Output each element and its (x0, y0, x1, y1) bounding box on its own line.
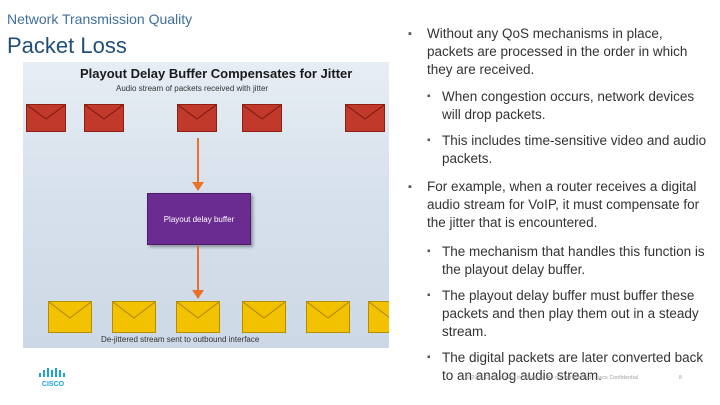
playout-delay-buffer: Playout delay buffer (147, 193, 251, 245)
bullet-text: For example, when a router receives a di… (427, 179, 700, 230)
bullet-marker: ▪ (427, 290, 431, 301)
sub-bullet-item: ▪ The mechanism that handles this functi… (408, 243, 708, 279)
dejittered-packet-envelope-icon (112, 301, 156, 333)
dejittered-packet-envelope-icon (368, 301, 389, 333)
bullet-marker: ▪ (408, 28, 412, 40)
bullet-marker: ▪ (427, 91, 431, 102)
svg-text:CISCO: CISCO (42, 381, 65, 388)
dejittered-packet-envelope-icon (306, 301, 350, 333)
down-arrow-icon (191, 138, 205, 197)
bullet-marker: ▪ (427, 352, 431, 363)
bullet-text: Without any QoS mechanisms in place, pac… (427, 26, 688, 77)
page-number: 8 (679, 375, 682, 381)
sub-bullet-text: The mechanism that handles this function… (442, 244, 705, 277)
bullet-item: ▪ Without any QoS mechanisms in place, p… (408, 25, 708, 79)
dejittered-packet-envelope-icon (176, 301, 220, 333)
slide-title: Packet Loss (7, 33, 127, 58)
sub-bullet-item: ▪ This includes time-sensitive video and… (408, 132, 708, 168)
bullet-marker: ▪ (427, 135, 431, 146)
bullet-marker: ▪ (427, 246, 431, 257)
dejittered-packet-envelope-icon (48, 301, 92, 333)
sub-bullet-text: This includes time-sensitive video and a… (442, 133, 707, 166)
jitter-buffer-figure: Playout Delay Buffer Compensates for Jit… (23, 62, 389, 348)
sub-bullet-item: ▪ When congestion occurs, network device… (408, 88, 708, 124)
figure-top-caption: Audio stream of packets received with ji… (116, 84, 269, 93)
buffer-label: Playout delay buffer (163, 214, 235, 224)
bullet-marker: ▪ (408, 181, 412, 193)
jitter-packet-envelope-icon (242, 104, 282, 132)
sub-bullet-item: ▪ The playout delay buffer must buffer t… (408, 287, 708, 341)
bullet-list: ▪ Without any QoS mechanisms in place, p… (408, 25, 708, 393)
sub-bullet-text: The playout delay buffer must buffer the… (442, 288, 699, 339)
down-arrow-icon (191, 246, 205, 305)
bullet-item: ▪ For example, when a router receives a … (408, 178, 708, 232)
copyright-footer: © 2013 Cisco and/or its affiliates. All … (466, 375, 639, 381)
jitter-packet-envelope-icon (26, 104, 66, 132)
sub-bullet-item: ▪ The digital packets are later converte… (408, 349, 708, 385)
figure-title: Playout Delay Buffer Compensates for Jit… (80, 66, 353, 81)
sub-bullet-text: The digital packets are later converted … (442, 350, 704, 383)
jitter-packet-envelope-icon (84, 104, 124, 132)
dejittered-packet-envelope-icon (242, 301, 286, 333)
section-kicker: Network Transmission Quality (7, 11, 193, 27)
jitter-packet-envelope-icon (345, 104, 385, 132)
sub-bullet-text: When congestion occurs, network devices … (442, 89, 695, 122)
cisco-logo-icon: CISCO (37, 368, 69, 393)
jitter-packet-envelope-icon (177, 104, 217, 132)
figure-bottom-caption: De-jittered stream sent to outbound inte… (101, 335, 260, 344)
